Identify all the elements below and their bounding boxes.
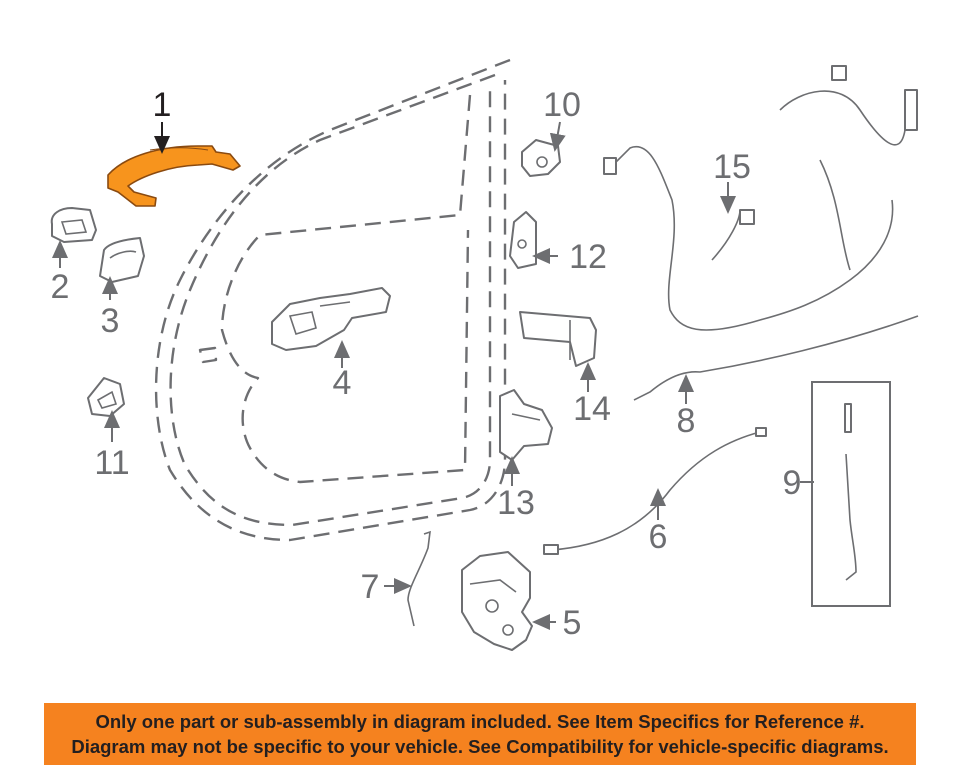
striker-part-11[interactable] xyxy=(87,377,125,417)
check-strap-part-14[interactable] xyxy=(519,311,597,367)
bracket-part-10[interactable] xyxy=(521,139,561,177)
outside-handle-part-1[interactable] xyxy=(107,145,241,207)
rod-part-8[interactable] xyxy=(633,315,919,401)
callout-7: 7 xyxy=(361,568,380,606)
rod-kit-part-9[interactable] xyxy=(811,381,891,607)
leader-arrows xyxy=(52,121,814,630)
callout-1: 1 xyxy=(153,86,172,124)
handle-cap-part-2[interactable] xyxy=(50,207,97,243)
rod-part-7[interactable] xyxy=(407,530,431,627)
callout-12: 12 xyxy=(569,238,607,276)
wiring-harness-part-15[interactable] xyxy=(603,65,918,331)
callout-2: 2 xyxy=(51,268,70,306)
notice-line-2: Diagram may not be specific to your vehi… xyxy=(71,736,889,757)
callout-10: 10 xyxy=(543,86,581,124)
callout-6: 6 xyxy=(649,518,668,556)
handle-bezel-part-3[interactable] xyxy=(99,237,145,283)
door-outline xyxy=(154,58,511,542)
callout-8: 8 xyxy=(677,402,696,440)
callout-11: 11 xyxy=(94,444,129,482)
callout-13: 13 xyxy=(497,484,535,522)
callout-15: 15 xyxy=(713,148,751,186)
callout-14: 14 xyxy=(573,390,611,428)
callout-5: 5 xyxy=(563,604,582,642)
cable-part-6[interactable] xyxy=(543,427,767,555)
callout-4: 4 xyxy=(333,364,352,402)
hinge-part-13[interactable] xyxy=(499,389,553,461)
notice-banner: Only one part or sub-assembly in diagram… xyxy=(44,703,916,765)
notice-line-1: Only one part or sub-assembly in diagram… xyxy=(95,711,865,732)
door-latch-part-5[interactable] xyxy=(461,551,533,651)
callout-3: 3 xyxy=(101,302,120,340)
callout-labels: 1 2 3 4 5 6 7 8 9 10 11 12 13 14 15 xyxy=(51,86,802,642)
switch-part-12[interactable] xyxy=(509,211,537,269)
inside-handle-part-4[interactable] xyxy=(271,287,391,351)
callout-9: 9 xyxy=(783,464,802,502)
